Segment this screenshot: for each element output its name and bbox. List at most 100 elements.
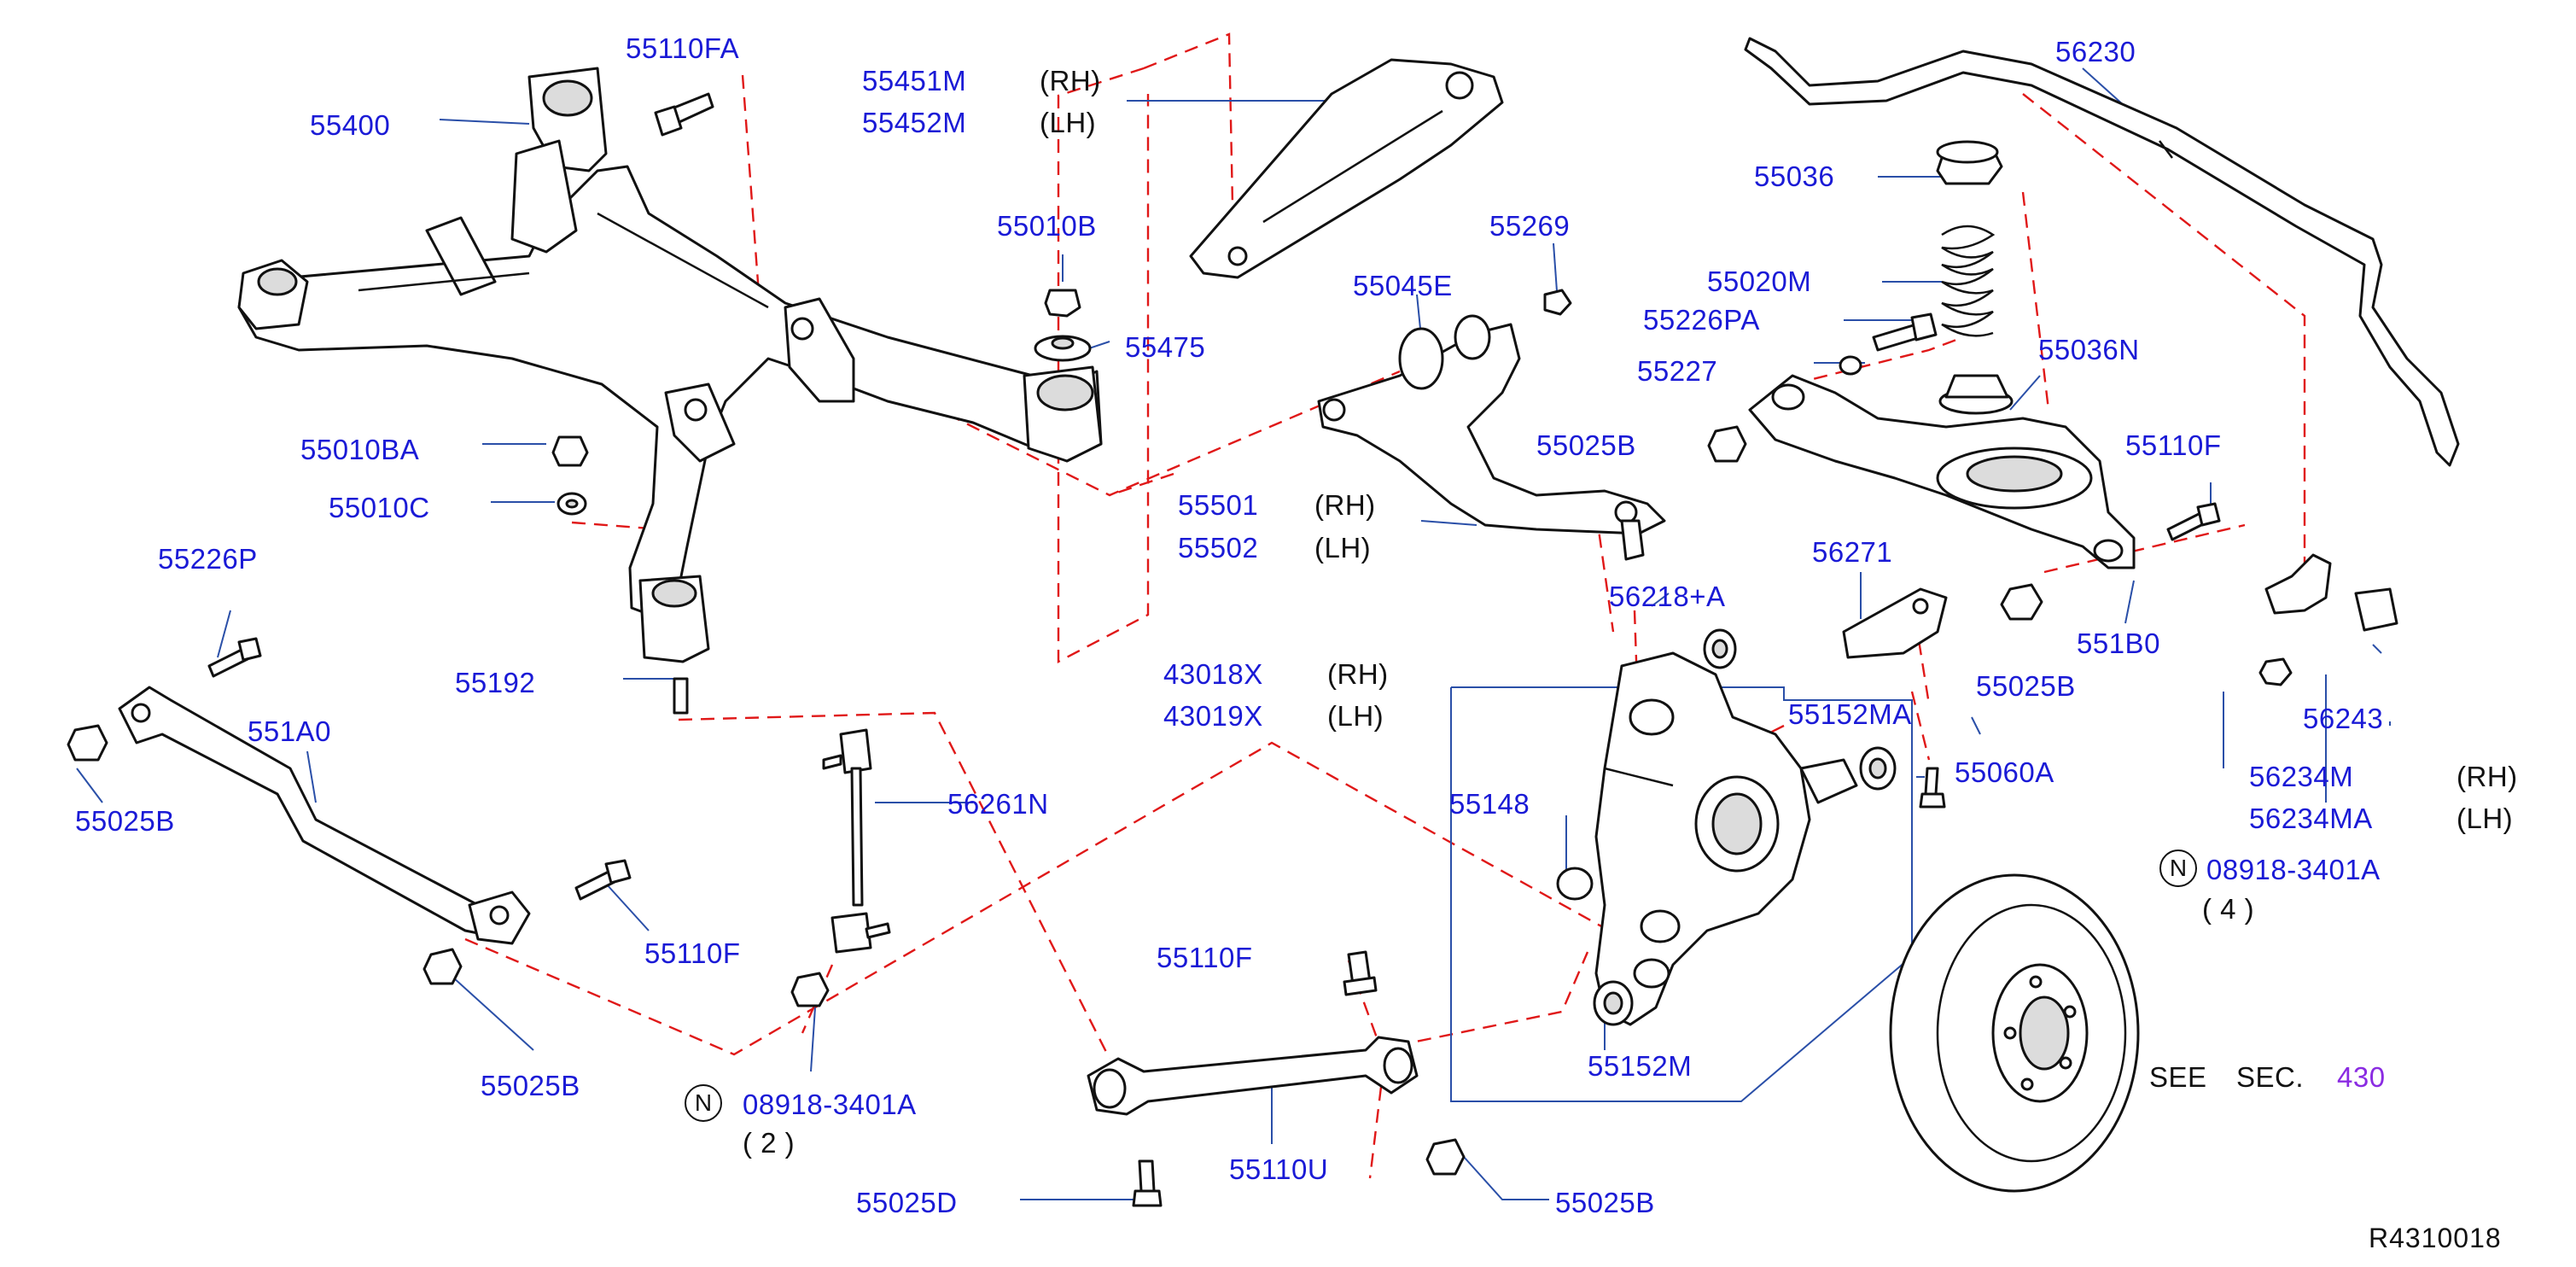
side-rh-55451M: (RH) xyxy=(1040,65,1101,96)
callout-55025B-c[interactable]: 55025B xyxy=(75,805,175,837)
nut-08918-left[interactable] xyxy=(790,972,830,1007)
callout-55152M[interactable]: 55152M xyxy=(1588,1050,1693,1082)
link-55110U[interactable] xyxy=(1087,1036,1419,1116)
nut-55025B-left[interactable] xyxy=(67,724,108,762)
callout-56271[interactable]: 56271 xyxy=(1812,536,1893,568)
pin-55192[interactable] xyxy=(673,677,689,715)
bolt-55226PA[interactable] xyxy=(1872,312,1938,352)
bolt-55110FA[interactable] xyxy=(654,92,714,137)
callout-55451M[interactable]: 55451M xyxy=(862,65,967,96)
stabilizer-bar-56230[interactable] xyxy=(1744,37,2460,467)
washer-55010C[interactable] xyxy=(557,492,587,516)
clamp-56234M[interactable] xyxy=(2264,553,2332,615)
callout-55226PA[interactable]: 55226PA xyxy=(1643,304,1760,336)
callout-43019X[interactable]: 43019X xyxy=(1163,700,1263,732)
bolt-55025D[interactable] xyxy=(1132,1159,1163,1207)
callout-55192[interactable]: 55192 xyxy=(455,667,536,698)
callout-55110F-a[interactable]: 55110F xyxy=(2125,429,2222,461)
callout-08918-right[interactable]: 08918-3401A xyxy=(2206,854,2381,885)
callout-55226P[interactable]: 55226P xyxy=(158,543,258,575)
bushing-55152MA[interactable] xyxy=(1859,746,1897,791)
nut-55010BA[interactable] xyxy=(551,435,589,467)
callout-55475[interactable]: 55475 xyxy=(1125,331,1206,363)
callout-55010BA[interactable]: 55010BA xyxy=(300,434,420,465)
bolt-55110F-right[interactable] xyxy=(2166,502,2221,541)
washer-55227[interactable] xyxy=(1839,355,1862,376)
callout-55110F-b[interactable]: 55110F xyxy=(1157,942,1253,973)
see-label: SEE xyxy=(2149,1061,2207,1093)
bolt-55060A[interactable] xyxy=(1919,767,1946,809)
callout-55110F-c[interactable]: 55110F xyxy=(644,937,741,969)
side-lh-56234MA: (LH) xyxy=(2457,803,2514,834)
bushing-55475[interactable] xyxy=(1034,335,1092,362)
callout-56243[interactable]: 56243 xyxy=(2303,703,2384,734)
bolt-55110F-bottom[interactable] xyxy=(1343,950,1378,996)
side-rh-55501: (RH) xyxy=(1314,489,1376,521)
bushing-56218A[interactable] xyxy=(1703,628,1737,669)
side-rh-43018X: (RH) xyxy=(1327,658,1389,690)
callout-55502[interactable]: 55502 xyxy=(1178,532,1259,563)
bump-stop-55036[interactable] xyxy=(1936,140,2003,185)
side-rh-56234M: (RH) xyxy=(2457,761,2518,792)
lower-arm-551B0[interactable] xyxy=(1748,374,2136,569)
callout-55025B-d[interactable]: 55025B xyxy=(481,1070,580,1101)
callout-55269[interactable]: 55269 xyxy=(1489,210,1571,242)
callout-55060A[interactable]: 55060A xyxy=(1955,756,2054,788)
callout-55036N[interactable]: 55036N xyxy=(2038,334,2140,365)
brake-disc[interactable] xyxy=(1889,873,2140,1193)
nut-55025B-upper[interactable] xyxy=(1707,425,1747,463)
nut-marker-left: N xyxy=(685,1084,722,1122)
bolt-55226P[interactable] xyxy=(207,637,262,678)
nut-55025B-551B0[interactable] xyxy=(2000,583,2043,621)
callout-55501[interactable]: 55501 xyxy=(1178,489,1259,521)
callout-55152MA[interactable]: 55152MA xyxy=(1788,698,1912,730)
callout-55010C[interactable]: 55010C xyxy=(329,492,430,523)
callout-56234MA[interactable]: 56234MA xyxy=(2249,803,2373,834)
upper-arm-55045E[interactable] xyxy=(1317,314,1666,561)
callout-55148[interactable]: 55148 xyxy=(1449,788,1530,820)
nut-08918-right[interactable] xyxy=(2258,657,2293,686)
callout-55025B-e[interactable]: 55025B xyxy=(1555,1187,1655,1218)
callout-08918-left[interactable]: 08918-3401A xyxy=(743,1089,917,1120)
callout-55025D[interactable]: 55025D xyxy=(856,1187,958,1218)
spring-seat-55036N[interactable] xyxy=(1938,374,2014,415)
callout-56218A[interactable]: 56218+A xyxy=(1609,581,1726,612)
side-lh-43019X: (LH) xyxy=(1327,700,1384,732)
nut-55010B[interactable] xyxy=(1044,289,1081,318)
callout-55036[interactable]: 55036 xyxy=(1754,161,1835,192)
nut-55025B-bottom-left[interactable] xyxy=(423,948,463,985)
side-lh-55502: (LH) xyxy=(1314,532,1372,563)
callout-55025B-a[interactable]: 55025B xyxy=(1536,429,1636,461)
callout-56234M[interactable]: 56234M xyxy=(2249,761,2354,792)
stabilizer-link-56261N[interactable] xyxy=(822,728,891,954)
callout-551B0[interactable]: 551B0 xyxy=(2077,628,2160,659)
callout-55110U[interactable]: 55110U xyxy=(1229,1153,1329,1185)
section-430-link[interactable]: 430 xyxy=(2337,1061,2386,1093)
callout-55025B-b[interactable]: 55025B xyxy=(1976,670,2076,702)
callout-55400[interactable]: 55400 xyxy=(310,109,391,141)
bushing-56243[interactable] xyxy=(2354,587,2398,632)
sec-label: SEC. xyxy=(2236,1061,2305,1093)
bushing-55152M[interactable] xyxy=(1593,980,1634,1026)
crossmember-55400[interactable] xyxy=(237,67,1103,663)
callout-43018X[interactable]: 43018X xyxy=(1163,658,1263,690)
bolt-55110F-left[interactable] xyxy=(574,859,632,901)
callout-55020M[interactable]: 55020M xyxy=(1707,266,1812,297)
brace-55451M[interactable] xyxy=(1189,58,1504,279)
callout-55045E[interactable]: 55045E xyxy=(1353,270,1453,301)
callout-55010B[interactable]: 55010B xyxy=(997,210,1097,242)
bushing-55148[interactable] xyxy=(1556,867,1594,901)
callout-55452M[interactable]: 55452M xyxy=(862,107,967,138)
bracket-56271[interactable] xyxy=(1842,587,1948,659)
callout-56230[interactable]: 56230 xyxy=(2055,36,2136,67)
callout-551A0[interactable]: 551A0 xyxy=(248,715,331,747)
lateral-link-551A0[interactable] xyxy=(118,686,531,945)
nut-55025B-bottom[interactable] xyxy=(1425,1138,1466,1176)
nut-55269[interactable] xyxy=(1543,289,1572,316)
knuckle-43018X[interactable] xyxy=(1594,651,1858,1026)
callout-55227[interactable]: 55227 xyxy=(1637,355,1718,387)
callout-55110FA[interactable]: 55110FA xyxy=(626,32,740,64)
callout-56261N[interactable]: 56261N xyxy=(947,788,1049,820)
coil-spring-55020M[interactable] xyxy=(1941,225,1996,337)
